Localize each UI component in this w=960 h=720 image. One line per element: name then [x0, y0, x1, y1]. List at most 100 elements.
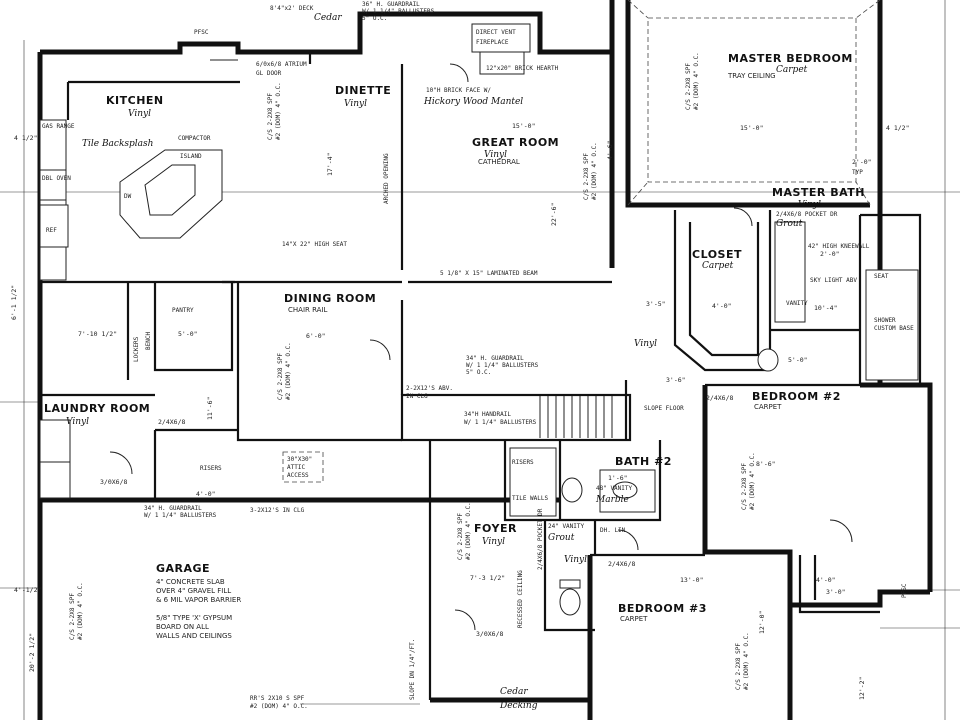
svg-text:#2 (DOM) 4" O.C.: #2 (DOM) 4" O.C.: [749, 452, 756, 510]
svg-text:24" VANITY: 24" VANITY: [548, 523, 585, 530]
svg-text:RR'S 2X10 S SPF: RR'S 2X10 S SPF: [250, 695, 305, 702]
closet-label: CLOSET: [692, 248, 742, 261]
svg-text:& 6 MIL VAPOR BARRIER: & 6 MIL VAPOR BARRIER: [156, 596, 241, 604]
svg-text:C/S 2-2X8 SPF: C/S 2-2X8 SPF: [277, 353, 284, 400]
svg-text:Marble: Marble: [595, 495, 629, 505]
svg-text:C/S 2-2X8 SPF: C/S 2-2X8 SPF: [457, 513, 464, 560]
svg-text:VANITY: VANITY: [786, 300, 808, 307]
svg-text:#2 (DOM) 4" O.C.: #2 (DOM) 4" O.C.: [275, 82, 282, 140]
svg-text:SEAT: SEAT: [874, 273, 889, 280]
svg-text:W/ 1 1/4" BALLUSTERS: W/ 1 1/4" BALLUSTERS: [464, 419, 537, 426]
svg-text:#2 (DOM) 4" O.C.: #2 (DOM) 4" O.C.: [465, 502, 472, 560]
master-bedroom-label: MASTER BEDROOM: [728, 52, 853, 65]
svg-text:Vinyl: Vinyl: [484, 150, 507, 160]
svg-text:ARCHED OPENING: ARCHED OPENING: [383, 153, 390, 204]
svg-text:Grout: Grout: [776, 219, 803, 229]
svg-text:8'4"x2' DECK: 8'4"x2' DECK: [270, 5, 314, 12]
bath2-label: BATH #2: [615, 455, 672, 468]
svg-text:3'-6": 3'-6": [666, 376, 686, 384]
svg-text:Vinyl: Vinyl: [128, 109, 151, 119]
svg-text:DW: DW: [124, 193, 132, 200]
svg-text:DBL OVEN: DBL OVEN: [42, 175, 71, 182]
svg-text:12'-2": 12'-2": [858, 677, 866, 700]
svg-text:CUSTOM BASE: CUSTOM BASE: [874, 325, 914, 332]
dimensions: 15'-0" 22'-6" 17'-4" 15'-0" 3'-5" 4'-0" …: [10, 122, 909, 700]
svg-text:Vinyl: Vinyl: [634, 339, 657, 349]
svg-text:5" O.C.: 5" O.C.: [466, 369, 491, 376]
svg-text:12"x20" BRICK HEARTH: 12"x20" BRICK HEARTH: [486, 65, 559, 72]
bedroom3-label: BEDROOM #3: [618, 602, 707, 615]
svg-text:4'-6": 4'-6": [606, 140, 614, 160]
svg-text:15'-0": 15'-0": [740, 124, 763, 132]
svg-text:ACCESS: ACCESS: [287, 472, 309, 479]
svg-text:2/4X6/8: 2/4X6/8: [608, 560, 635, 568]
svg-text:34" H. GUARDRAIL: 34" H. GUARDRAIL: [144, 505, 202, 512]
svg-text:10"H BRICK FACE W/: 10"H BRICK FACE W/: [426, 87, 491, 94]
svg-text:34"H HANDRAIL: 34"H HANDRAIL: [464, 411, 511, 418]
svg-text:FIREPLACE: FIREPLACE: [476, 39, 509, 46]
svg-text:W/ 1 1/4" BALLUSTERS: W/ 1 1/4" BALLUSTERS: [144, 512, 217, 519]
svg-text:REF: REF: [46, 227, 57, 234]
svg-text:15'-0": 15'-0": [512, 122, 535, 130]
svg-text:PFSC: PFSC: [901, 583, 908, 598]
svg-text:TRAY CEILING: TRAY CEILING: [727, 72, 776, 80]
svg-text:TYP: TYP: [852, 169, 863, 176]
svg-text:CATHEDRAL: CATHEDRAL: [478, 158, 520, 166]
svg-text:Vinyl: Vinyl: [482, 537, 505, 547]
svg-text:CARPET: CARPET: [754, 403, 782, 411]
svg-text:2/4X6/8 POCKET DR: 2/4X6/8 POCKET DR: [537, 508, 544, 570]
svg-text:11'-6": 11'-6": [206, 397, 214, 420]
svg-text:SLOPE DN 1/4"/FT.: SLOPE DN 1/4"/FT.: [409, 639, 416, 700]
interior-walls: [40, 52, 922, 700]
svg-text:C/S 2-2X8 SPF: C/S 2-2X8 SPF: [69, 593, 76, 640]
fixtures: [39, 23, 919, 631]
svg-text:30"X30": 30"X30": [287, 456, 312, 463]
svg-text:12'-0": 12'-0": [758, 611, 766, 634]
svg-text:5/8" TYPE 'X' GYPSUM: 5/8" TYPE 'X' GYPSUM: [156, 614, 232, 622]
svg-text:4" CONCRETE SLAB: 4" CONCRETE SLAB: [156, 578, 225, 586]
svg-text:3-2X12'S IN CLG: 3-2X12'S IN CLG: [250, 507, 305, 514]
svg-text:OVER 4" GRAVEL FILL: OVER 4" GRAVEL FILL: [156, 587, 231, 595]
dinette-label: DINETTE: [335, 84, 391, 97]
svg-text:8'-6": 8'-6": [756, 460, 776, 468]
svg-text:4'-1/2": 4'-1/2": [14, 586, 41, 594]
kitchen-label: KITCHEN: [106, 94, 164, 107]
svg-text:2'-0": 2'-0": [852, 158, 872, 166]
svg-text:10'-4": 10'-4": [814, 304, 837, 312]
room-labels: MASTER BEDROOM Carpet TRAY CEILING KITCH…: [44, 52, 864, 640]
svg-text:2-2X12'S ABV.: 2-2X12'S ABV.: [406, 385, 453, 392]
svg-text:48" VANITY: 48" VANITY: [596, 485, 633, 492]
svg-text:C/S 2-2X8 SPF: C/S 2-2X8 SPF: [685, 63, 692, 110]
svg-text:4 1/2": 4 1/2": [14, 134, 37, 142]
laundry-room-label: LAUNDRY ROOM: [44, 402, 150, 415]
vertical-callouts: ARCHED OPENING LOCKERS BENCH RECESSED CE…: [69, 52, 908, 700]
bottom-header-spec: RR'S 2X10 S SPF #2 (DOM) 4" O.C.: [250, 695, 308, 710]
svg-text:RISERS: RISERS: [200, 465, 222, 472]
svg-text:1'-6": 1'-6": [608, 474, 628, 482]
svg-text:SLOPE FLOOR: SLOPE FLOOR: [644, 405, 684, 412]
svg-text:14"X 22" HIGH SEAT: 14"X 22" HIGH SEAT: [282, 241, 347, 248]
svg-text:Carpet: Carpet: [776, 65, 808, 75]
svg-text:Cedar: Cedar: [500, 687, 528, 697]
svg-text:#2 (DOM) 4" O.C.: #2 (DOM) 4" O.C.: [693, 52, 700, 110]
exterior-walls: [37, 0, 933, 720]
svg-text:ISLAND: ISLAND: [180, 153, 202, 160]
svg-text:Tile Backsplash: Tile Backsplash: [82, 139, 153, 149]
svg-text:Vinyl: Vinyl: [798, 200, 821, 210]
svg-text:BENCH: BENCH: [145, 332, 152, 350]
svg-text:C/S 2-2X8 SPF: C/S 2-2X8 SPF: [735, 643, 742, 690]
svg-text:3'-0": 3'-0": [826, 588, 846, 596]
dining-room-label: DINING ROOM: [284, 292, 376, 305]
svg-text:5 1/8" X 15" LAMINATED BEAM: 5 1/8" X 15" LAMINATED BEAM: [440, 270, 538, 277]
svg-text:#2 (DOM) 4" O.C.: #2 (DOM) 4" O.C.: [285, 342, 292, 400]
svg-text:RECESSED CEILING: RECESSED CEILING: [517, 570, 524, 628]
svg-text:3/0X6/8: 3/0X6/8: [476, 630, 503, 638]
stairs: [539, 396, 613, 438]
svg-text:42" HIGH KNEEWALL: 42" HIGH KNEEWALL: [808, 243, 870, 250]
svg-text:LOCKERS: LOCKERS: [133, 336, 140, 362]
svg-text:PFSC: PFSC: [194, 29, 209, 36]
svg-text:22'-6": 22'-6": [550, 203, 558, 226]
svg-text:RISERS: RISERS: [512, 459, 534, 466]
svg-text:GAS RANGE: GAS RANGE: [42, 123, 75, 130]
svg-text:2/4X6/8: 2/4X6/8: [706, 394, 733, 402]
